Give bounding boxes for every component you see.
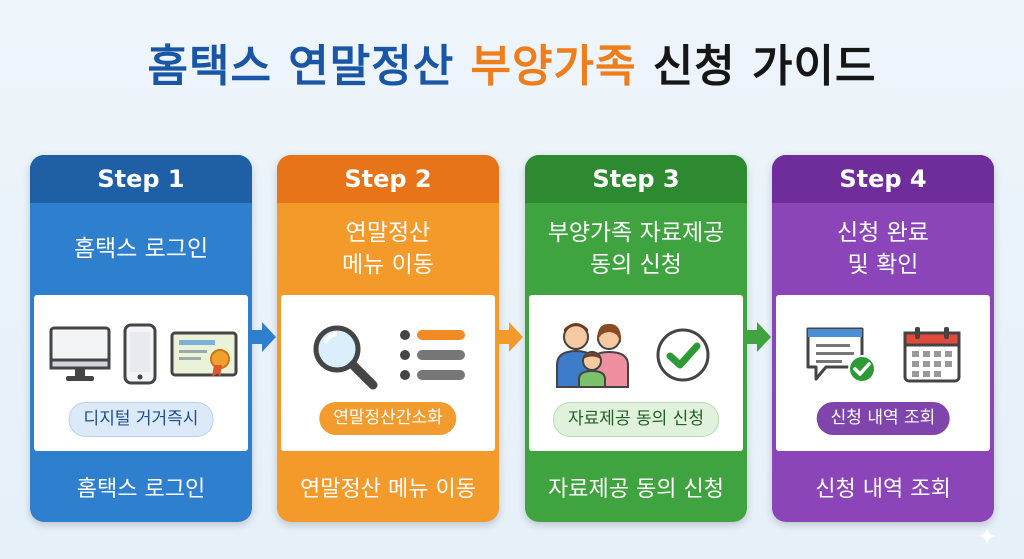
step-card-1: Step 1 홈택스 로그인 디지털 거거즉 (30, 155, 252, 522)
step-tag: 연말정산간소화 (319, 402, 457, 435)
monitor-icon (49, 326, 111, 381)
step-label: Step 2 (277, 155, 499, 203)
menu-list-icon (400, 330, 465, 380)
magnifier-icon (313, 325, 378, 390)
step-heading: 홈택스 로그인 (73, 236, 209, 262)
step-illustration-panel: 자료제공 동의 신청 (529, 295, 743, 451)
certificate-icon (170, 331, 238, 377)
step-footer: 자료제공 동의 신청 (548, 476, 724, 502)
step-footer: 홈택스 로그인 (76, 476, 206, 502)
step-label: Step 1 (30, 155, 252, 203)
step-tag: 신청 내역 조회 (816, 402, 950, 435)
step-tag: 디지털 거거즉시 (68, 402, 214, 437)
step-card-3: Step 3 부양가족 자료제공 동의 신청 자료제공 동의 신청 자료제공 동… (525, 155, 747, 522)
step-illustration-panel: 디지털 거거즉시 (34, 295, 248, 451)
title-part-black: 신청 가이드 (636, 41, 877, 92)
arrow-right-icon (499, 322, 523, 352)
step-illustration-panel: 연말정산간소화 (281, 295, 495, 451)
title-part-blue: 홈택스 연말정산 (147, 41, 471, 92)
smartphone-icon (123, 323, 157, 385)
page-title: 홈택스 연말정산 부양가족 신청 가이드 (0, 30, 1024, 94)
arrow-right-icon (252, 322, 276, 352)
step-label: Step 4 (772, 155, 994, 203)
calendar-icon (903, 327, 961, 383)
step-card-2: Step 2 연말정산 메뉴 이동 연말정산간소화 연말정산 메뉴 이동 (277, 155, 499, 522)
family-icon (556, 323, 629, 388)
step-heading: 연말정산 메뉴 이동 (342, 220, 434, 278)
title-part-orange: 부양가족 (470, 41, 637, 92)
sparkle-icon (978, 527, 996, 545)
step-illustration-panel: 신청 내역 조회 (776, 295, 990, 451)
step-card-4: Step 4 신청 완료 및 확인 (772, 155, 994, 522)
step-footer: 신청 내역 조회 (815, 476, 951, 502)
step-heading: 부양가족 자료제공 동의 신청 (547, 220, 725, 278)
step-tag: 자료제공 동의 신청 (553, 402, 719, 437)
step-heading: 신청 완료 및 확인 (837, 220, 929, 278)
arrow-right-icon (747, 322, 771, 352)
chat-window-icon (806, 327, 876, 383)
step-label: Step 3 (525, 155, 747, 203)
check-circle-icon (656, 328, 710, 382)
step-footer: 연말정산 메뉴 이동 (300, 476, 476, 502)
